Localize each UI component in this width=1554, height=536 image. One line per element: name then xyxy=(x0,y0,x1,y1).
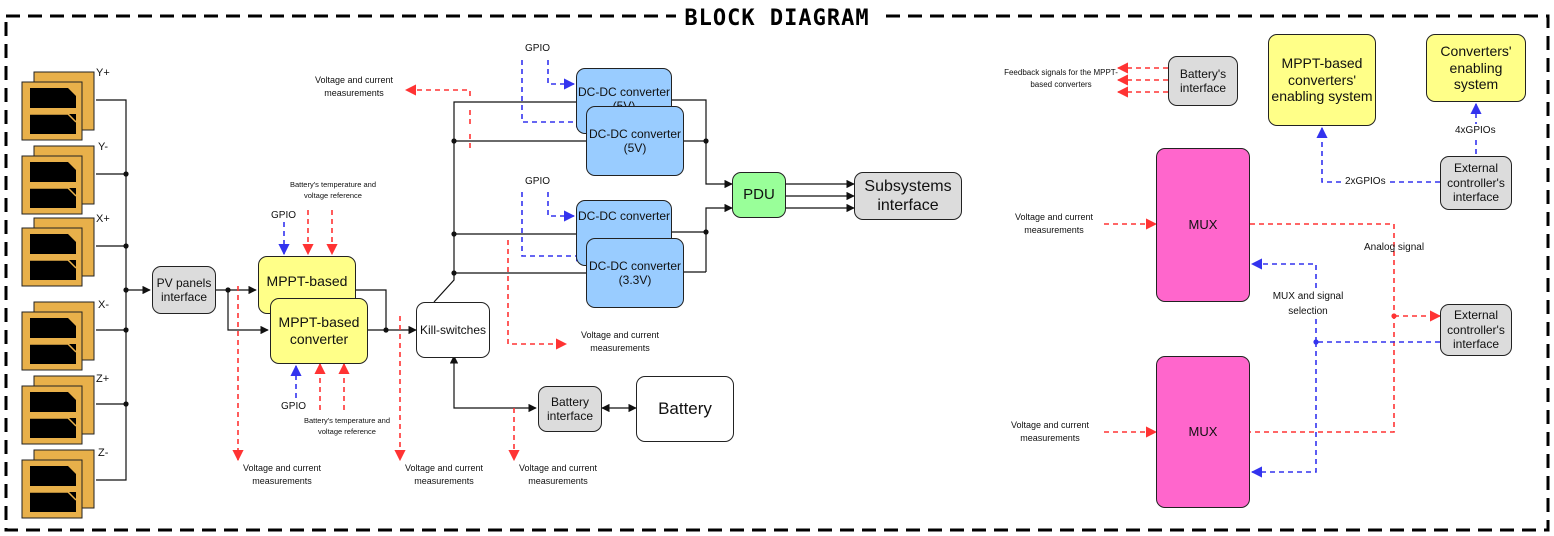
vc-mux-top-label: Voltage and current measurements xyxy=(1014,212,1094,236)
vc-mux-bottom-label: Voltage and current measurements xyxy=(1010,420,1090,444)
mux-bottom-block: MUX xyxy=(1156,356,1250,508)
gpio-dc33-label: GPIO xyxy=(525,176,551,187)
subsystems-interface-block: Subsystems interface xyxy=(854,172,962,220)
solar-panel-z-plus-icon xyxy=(21,375,95,445)
external-controller-interface-bottom-block: External controller's interface xyxy=(1440,304,1512,356)
panel-label-y-minus: Y- xyxy=(98,141,108,153)
solar-panel-y-plus-icon xyxy=(21,71,95,141)
battery-interface-right-block: Battery's interface xyxy=(1168,56,1238,106)
solar-panel-y-minus-icon xyxy=(21,145,95,215)
diagram-title: BLOCK DIAGRAM xyxy=(0,6,1554,31)
dcdc-5v-front-block: DC-DC converter (5V) xyxy=(586,106,684,176)
solar-panel-z-minus-icon xyxy=(21,449,95,519)
vc-dcdc-label: Voltage and current measurements xyxy=(580,330,660,354)
panel-label-z-plus: Z+ xyxy=(96,373,110,385)
battery-block: Battery xyxy=(636,376,734,442)
vc-battery-label: Voltage and current measurements xyxy=(518,463,598,487)
kill-switches-block: Kill-switches xyxy=(416,302,490,358)
solar-panel-x-minus-icon xyxy=(21,301,95,371)
pv-panels-interface-block: PV panels interface xyxy=(152,266,216,314)
panel-label-y-plus: Y+ xyxy=(96,67,110,79)
dcdc-3v3-front-block: DC-DC converter (3.3V) xyxy=(586,238,684,308)
gpios-2x-label: 2xGPIOs xyxy=(1344,175,1387,190)
battery-temp-top-label: Battery's temperature and voltage refere… xyxy=(289,180,377,200)
pdu-block: PDU xyxy=(732,172,786,218)
vc-mppt-in-label: Voltage and current measurements xyxy=(242,463,322,487)
gpio-dc5-label: GPIO xyxy=(525,43,551,54)
feedback-signals-label: Feedback signals for the MPPT-based conv… xyxy=(1004,68,1118,89)
mux-top-block: MUX xyxy=(1156,148,1250,302)
panel-bus xyxy=(96,99,151,481)
mux-selection-label: MUX and signal selection xyxy=(1268,290,1348,319)
panel-label-x-plus: X+ xyxy=(96,213,110,225)
gpio-mppt-top-label: GPIO xyxy=(271,210,297,221)
analog-signal-label: Analog signal xyxy=(1364,242,1425,253)
panel-label-z-minus: Z- xyxy=(98,447,109,459)
battery-temp-bottom-label: Battery's temperature and voltage refere… xyxy=(303,416,391,436)
vc-top-center-label: Voltage and current measurements xyxy=(314,75,394,99)
gpio-mppt-bottom-label: GPIO xyxy=(281,401,307,412)
panel-label-x-minus: X- xyxy=(98,299,109,311)
solar-panel-x-plus-icon xyxy=(21,217,95,287)
gpios-4x-label: 4xGPIOs xyxy=(1454,124,1497,139)
vc-mppt-out-label: Voltage and current measurements xyxy=(404,463,484,487)
mppt-enabling-system-block: MPPT-based converters' enabling system xyxy=(1268,34,1376,126)
converters-enabling-system-block: Converters' enabling system xyxy=(1426,34,1526,102)
external-controller-interface-top-block: External controller's interface xyxy=(1440,156,1512,210)
mppt-converter-front-block: MPPT-based converter xyxy=(270,298,368,364)
battery-interface-block: Battery interface xyxy=(538,386,602,432)
